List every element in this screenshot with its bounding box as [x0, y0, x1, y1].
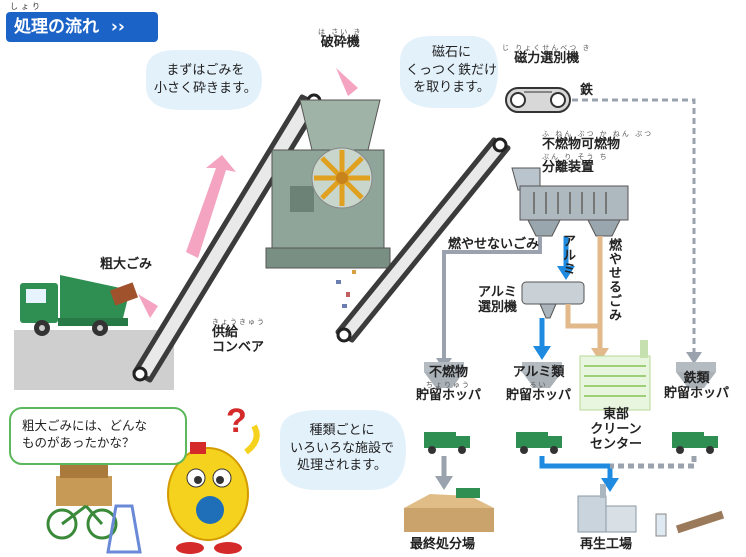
label-hopper-iron: 鉄類 貯留ホッパ [664, 371, 730, 402]
label-hopper-alumi-ruby: るい [529, 380, 548, 389]
second-conveyor [335, 137, 511, 343]
pink-entry-arrow [138, 294, 158, 318]
truck-iron [672, 432, 718, 454]
label-hopper-nonburn: 不燃物 ちょりゅう 貯留ホッパ [416, 365, 482, 404]
bubble-types-text: 種類ごとに いろいろな施設で 処理されます。 [290, 422, 394, 475]
bubble-question-line-2: ものがあったかな？ [22, 434, 135, 450]
east-clean-center-building [579, 340, 651, 411]
label-landfill: 最終処分場 [410, 537, 476, 552]
bubble-crush-shape [146, 50, 262, 110]
label-nonburn-path: 燃やせないごみ [448, 237, 540, 252]
label-separator-line-2: 分離装置 [542, 160, 595, 176]
label-separator: ふ ねん ぶつ か ねん ぶつ 不燃物可燃物 ぶん り そう ち 分離装置 [542, 130, 653, 176]
label-separator-line-1: 不燃物可燃物 [542, 137, 621, 153]
recycle-route-iron [610, 456, 697, 469]
oversize-junk-pile [46, 464, 142, 554]
label-hopper-alumi-line-1: アルミ類 [512, 365, 565, 380]
iron-route-head [686, 352, 702, 364]
label-hopper-nonburn-line-2: 貯留ホッパ [416, 387, 482, 403]
label-conveyor-ruby: きょうきゅう [212, 318, 266, 326]
bubble-magnet-line-1: 磁石に [432, 45, 472, 60]
pink-crusher-arrow [336, 68, 358, 96]
label-separator-ruby: ふ ねん ぶつ か ねん ぶつ [542, 130, 654, 138]
bubble-types-shape [280, 410, 406, 490]
label-oversize: 粗大ごみ [100, 257, 153, 272]
dump-truck [20, 275, 139, 336]
alumi-sorter-machine [521, 281, 585, 319]
bubble-types-line-2: いろいろな施設で [290, 440, 395, 456]
crusher-machine [265, 99, 391, 269]
label-east-center-line-1: 東部 [603, 407, 630, 422]
label-conveyor-line-1: 供給 [212, 325, 239, 341]
separator-device [511, 167, 629, 237]
label-east-center-line-3: センター [590, 436, 643, 452]
landfill-site [404, 488, 494, 532]
label-hopper-alumi: アルミ類 るい 貯留ホッパ [506, 365, 572, 404]
burn-route-head [591, 348, 609, 362]
steel-beam-icon [655, 510, 725, 537]
label-alumi-sorter: アルミ 選別機 [478, 285, 518, 316]
bubble-magnet-line-3: を取ります。 [413, 80, 490, 96]
alumi-route-head [557, 266, 575, 280]
hopper-iron [676, 362, 716, 388]
bubble-crush-line-1: まずはごみを [166, 63, 245, 78]
label-east-center-line-2: クリーン [590, 421, 642, 437]
label-hopper-iron-line-2: 貯留ホッパ [664, 385, 730, 401]
question-mark-icon: ? [226, 402, 247, 440]
label-burn-path: 燃やせるごみ [606, 238, 621, 322]
bubble-magnet-text: 磁石に くっつく鉄だけ を取ります。 [406, 44, 497, 97]
label-magnetic-text: 磁力選別機 [514, 51, 580, 67]
title-arrows-icon: ›› [110, 17, 125, 37]
label-magnetic: じ りょくせんべつ き 磁力選別機 [502, 44, 591, 67]
truck-alumi [516, 432, 562, 454]
label-alumi-path: アルミ [560, 234, 575, 276]
bubble-crush-line-2: 小さく砕きます。 [154, 80, 257, 96]
sorter-to-burn-line [565, 304, 598, 329]
recycle-route-head [601, 478, 619, 492]
iron-route-line [572, 98, 696, 355]
bubble-question-line-1: 粗大ごみには、どんな [22, 418, 148, 433]
hopper-alumi [522, 362, 562, 388]
label-conveyor-line-2: コンベア [212, 339, 265, 355]
alumi-to-hopper-head [533, 346, 551, 360]
bubble-question-text: 粗大ごみには、どんな ものがあったかな？ [22, 418, 147, 452]
bubble-question-shape [9, 407, 187, 465]
recycling-factory [577, 484, 637, 533]
label-hopper-iron-line-1: 鉄類 [683, 371, 710, 386]
pink-flow-arrow [186, 155, 236, 258]
hopper-nonburn [424, 362, 464, 388]
label-conveyor: きょうきゅう 供給 コンベア [212, 318, 266, 356]
mascot-character [167, 424, 260, 554]
label-crusher: は さい き 破砕機 [318, 28, 362, 51]
label-east-center: 東部 クリーン センター [590, 407, 643, 453]
nonburn-route-line [442, 236, 542, 362]
label-alumi-sorter-line-2: 選別機 [478, 299, 518, 315]
bubble-types-line-1: 種類ごとに [309, 423, 375, 438]
label-recycle: 再生工場 [580, 537, 633, 552]
label-magnetic-ruby: じ りょくせんべつ き [502, 44, 592, 52]
bubble-magnet-shape [400, 36, 498, 108]
label-hopper-nonburn-ruby: ちょりゅう [426, 380, 471, 389]
truck-nonburn [424, 432, 470, 454]
landfill-route-head [435, 476, 453, 490]
bubble-crush-text: まずはごみを 小さく砕きます。 [154, 62, 257, 97]
label-hopper-alumi-line-2: 貯留ホッパ [506, 387, 572, 403]
label-crusher-text: 破砕機 [320, 35, 360, 51]
recycle-route-alumi [539, 456, 613, 480]
label-alumi-sorter-line-1: アルミ [478, 285, 517, 300]
magnetic-separator [505, 87, 571, 113]
page-title: 処理の流れ ›› [6, 12, 158, 42]
label-hopper-nonburn-line-1: 不燃物 [429, 365, 469, 380]
bubble-types-line-3: 処理されます。 [297, 458, 387, 474]
title-ruby: しょり [10, 2, 43, 11]
label-iron: 鉄 [580, 83, 594, 98]
page-title-text: 処理の流れ [14, 17, 99, 37]
label-separator-ruby-2: ぶん り そう ち [542, 152, 609, 161]
bubble-magnet-line-2: くっつく鉄だけ [406, 62, 498, 78]
label-crusher-ruby: は さい き [318, 28, 363, 36]
